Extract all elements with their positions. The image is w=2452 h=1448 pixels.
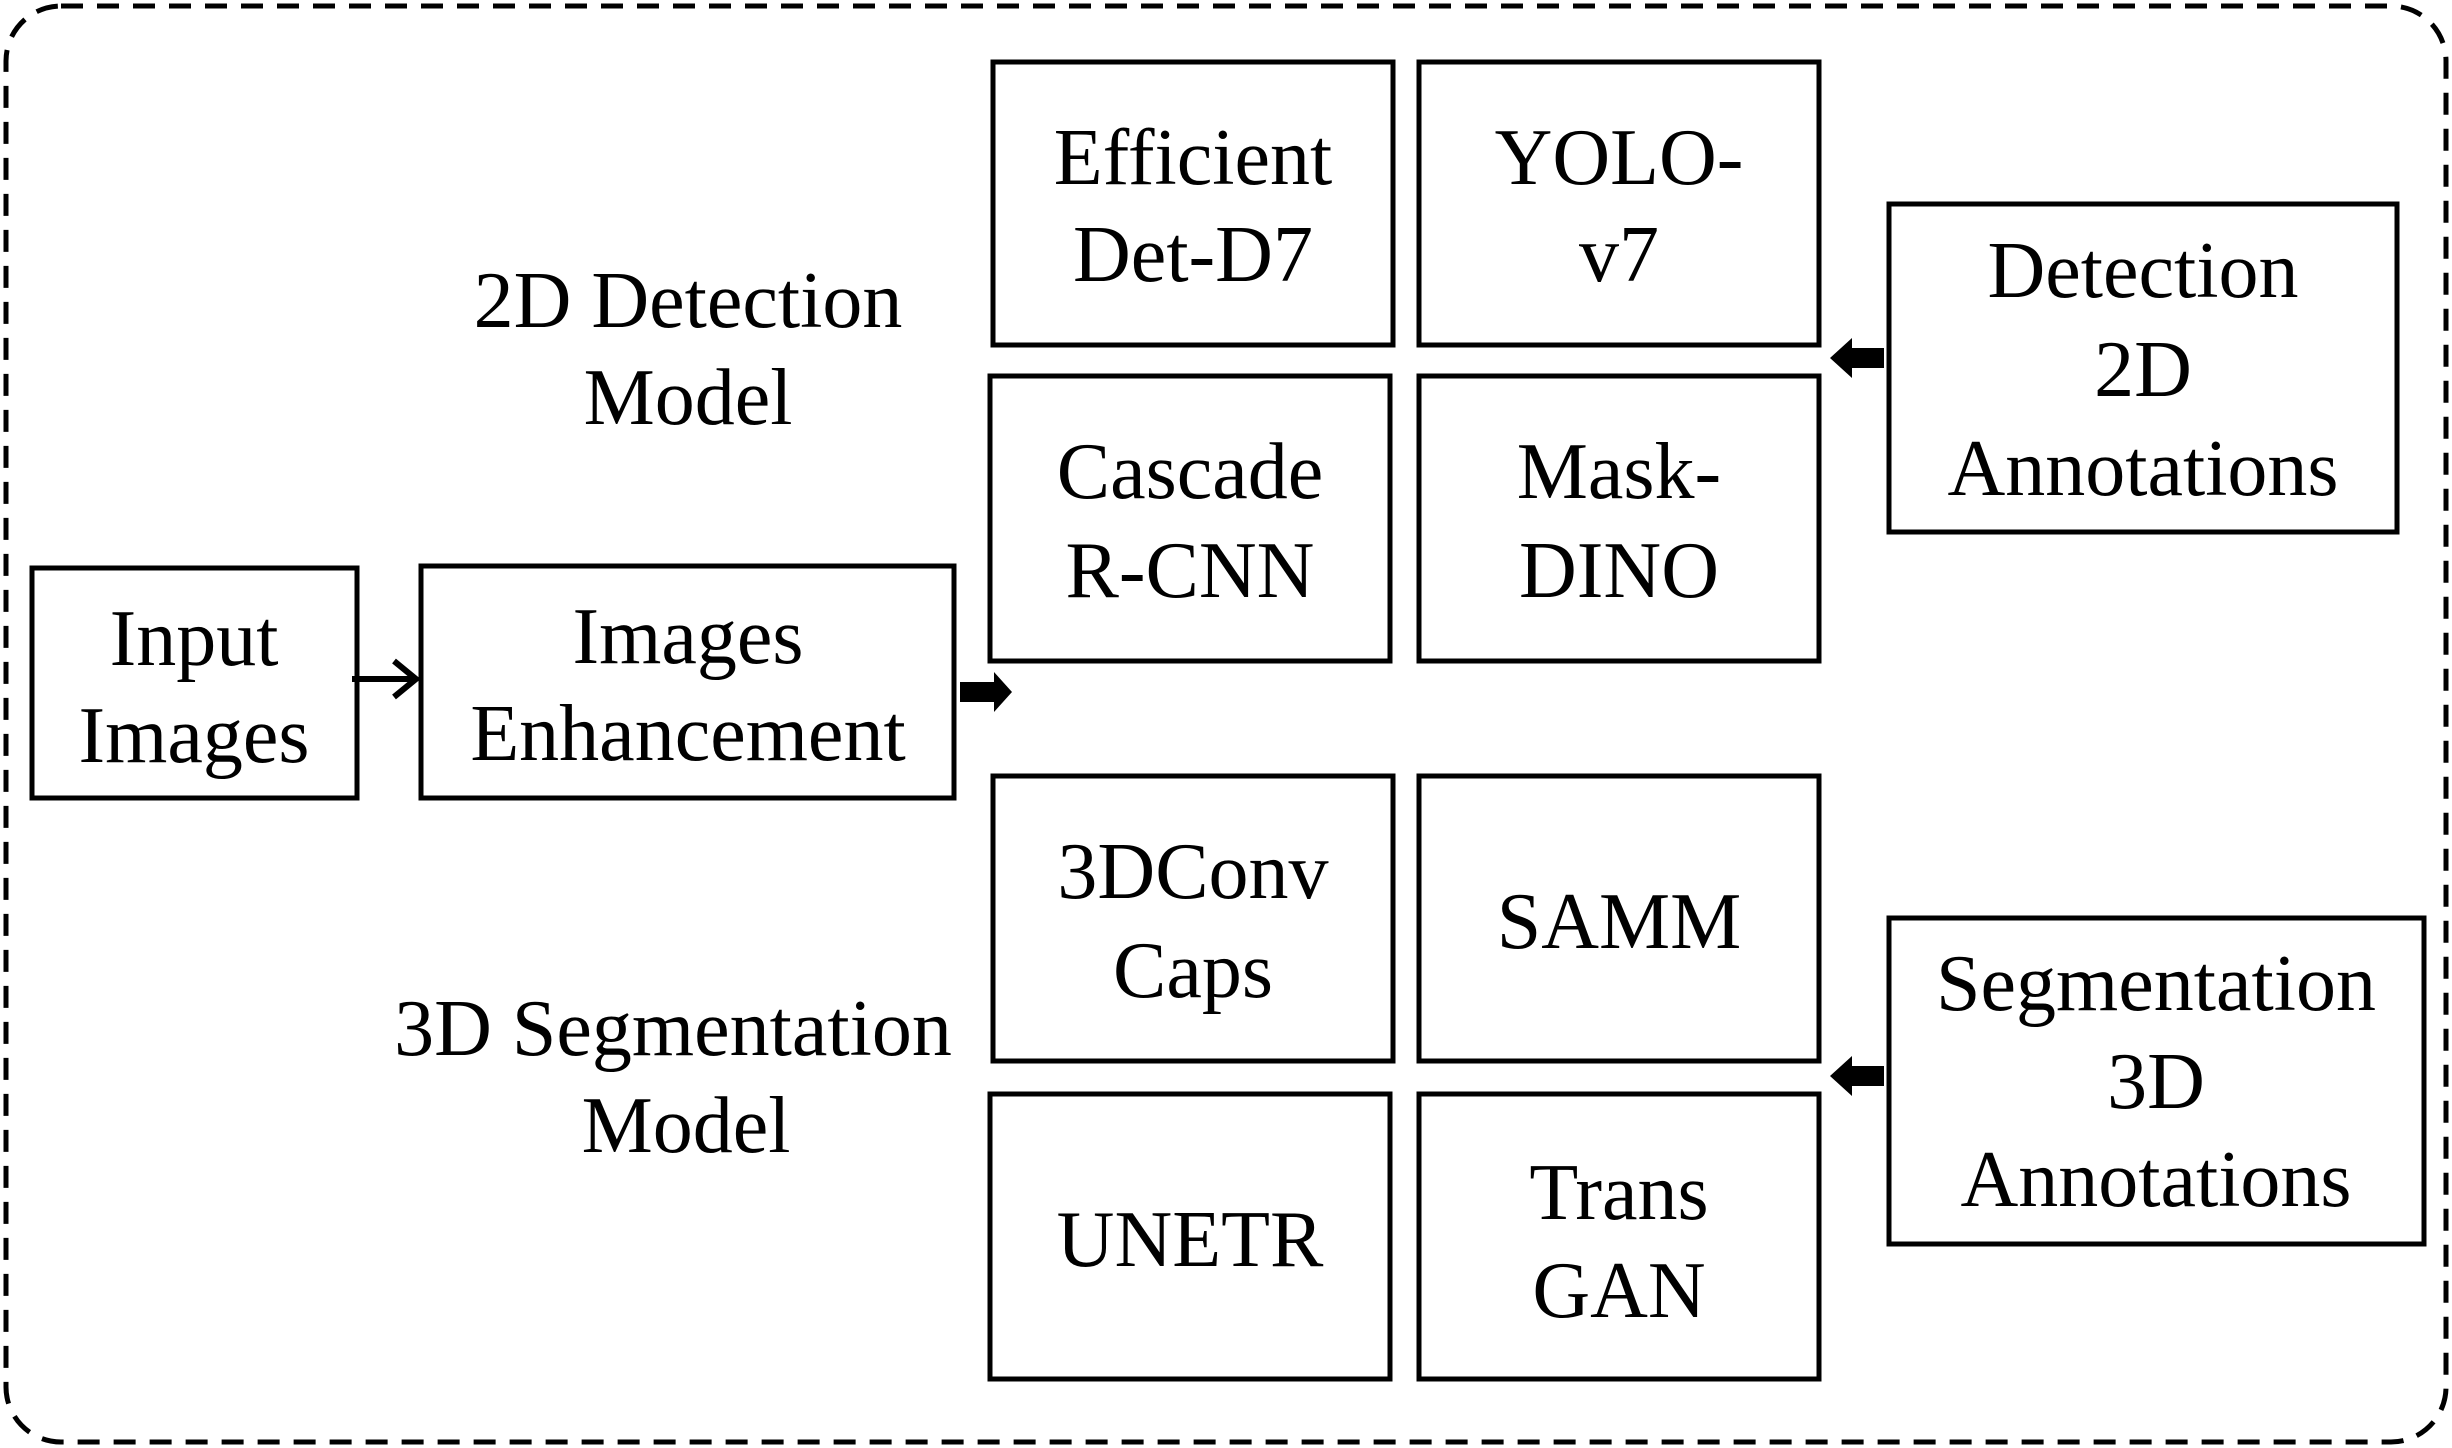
3dconvcaps-label-line2: Caps xyxy=(1113,927,1273,1015)
model-box-transgan: Trans GAN xyxy=(1416,1091,1822,1382)
detection-model-label-line1: 2D Detection xyxy=(474,257,903,345)
yolo-label-line2: v7 xyxy=(1579,211,1659,299)
segmentation-annotations-line3: Annotations xyxy=(1960,1136,2351,1224)
transgan-label-line1: Trans xyxy=(1529,1149,1708,1237)
unetr-label: UNETR xyxy=(1057,1196,1324,1284)
detection-annotations-box: Detection 2D Annotations xyxy=(1886,201,2400,535)
efficientdet-label-line1: Efficient xyxy=(1054,114,1332,202)
mask-dino-label-line2: DINO xyxy=(1519,527,1719,615)
arrow-detection-annotations-to-models xyxy=(1830,338,1884,378)
model-box-yolo: YOLO- v7 xyxy=(1416,59,1822,348)
model-box-efficientdet: Efficient Det-D7 xyxy=(990,59,1396,348)
detection-model-label-line2: Model xyxy=(584,354,793,442)
yolo-label-line1: YOLO- xyxy=(1495,114,1744,202)
input-images-label-line1: Input xyxy=(110,595,279,683)
model-box-mask-dino: Mask- DINO xyxy=(1416,373,1822,664)
segmentation-model-label-line2: Model xyxy=(582,1082,791,1170)
images-enhancement-box: Images Enhancement xyxy=(418,563,957,801)
detection-annotations-line1: Detection xyxy=(1988,227,2299,315)
segmentation-annotations-line2: 3D xyxy=(2107,1038,2205,1126)
input-images-box: Input Images xyxy=(29,565,360,801)
transgan-label-line2: GAN xyxy=(1532,1247,1705,1335)
samm-label: SAMM xyxy=(1497,878,1742,966)
arrow-input-to-enhancement xyxy=(352,658,421,700)
model-box-unetr: UNETR xyxy=(987,1091,1393,1382)
cascade-label-line2: R-CNN xyxy=(1066,527,1315,615)
segmentation-model-label-line1: 3D Segmentation xyxy=(394,985,952,1073)
model-box-samm: SAMM xyxy=(1416,773,1822,1064)
arrow-segmentation-annotations-to-models xyxy=(1830,1056,1884,1096)
cascade-label-line1: Cascade xyxy=(1057,428,1324,516)
detection-annotations-line3: Annotations xyxy=(1947,425,2338,513)
enhancement-label-line1: Images xyxy=(572,593,803,681)
mask-dino-label-line1: Mask- xyxy=(1517,428,1721,516)
arrow-enhancement-to-models xyxy=(960,672,1012,712)
enhancement-label-line2: Enhancement xyxy=(470,690,905,778)
segmentation-annotations-line1: Segmentation xyxy=(1936,940,2376,1028)
efficientdet-label-line2: Det-D7 xyxy=(1073,211,1313,299)
detection-annotations-line2: 2D xyxy=(2094,326,2192,414)
3dconvcaps-label-line1: 3DConv xyxy=(1057,828,1328,916)
model-box-3dconvcaps: 3DConv Caps xyxy=(990,773,1396,1064)
segmentation-annotations-box: Segmentation 3D Annotations xyxy=(1886,915,2427,1247)
input-images-label-line2: Images xyxy=(78,692,309,780)
model-box-cascade-rcnn: Cascade R-CNN xyxy=(987,373,1393,664)
outer-dashed-frame xyxy=(3,3,2449,1445)
